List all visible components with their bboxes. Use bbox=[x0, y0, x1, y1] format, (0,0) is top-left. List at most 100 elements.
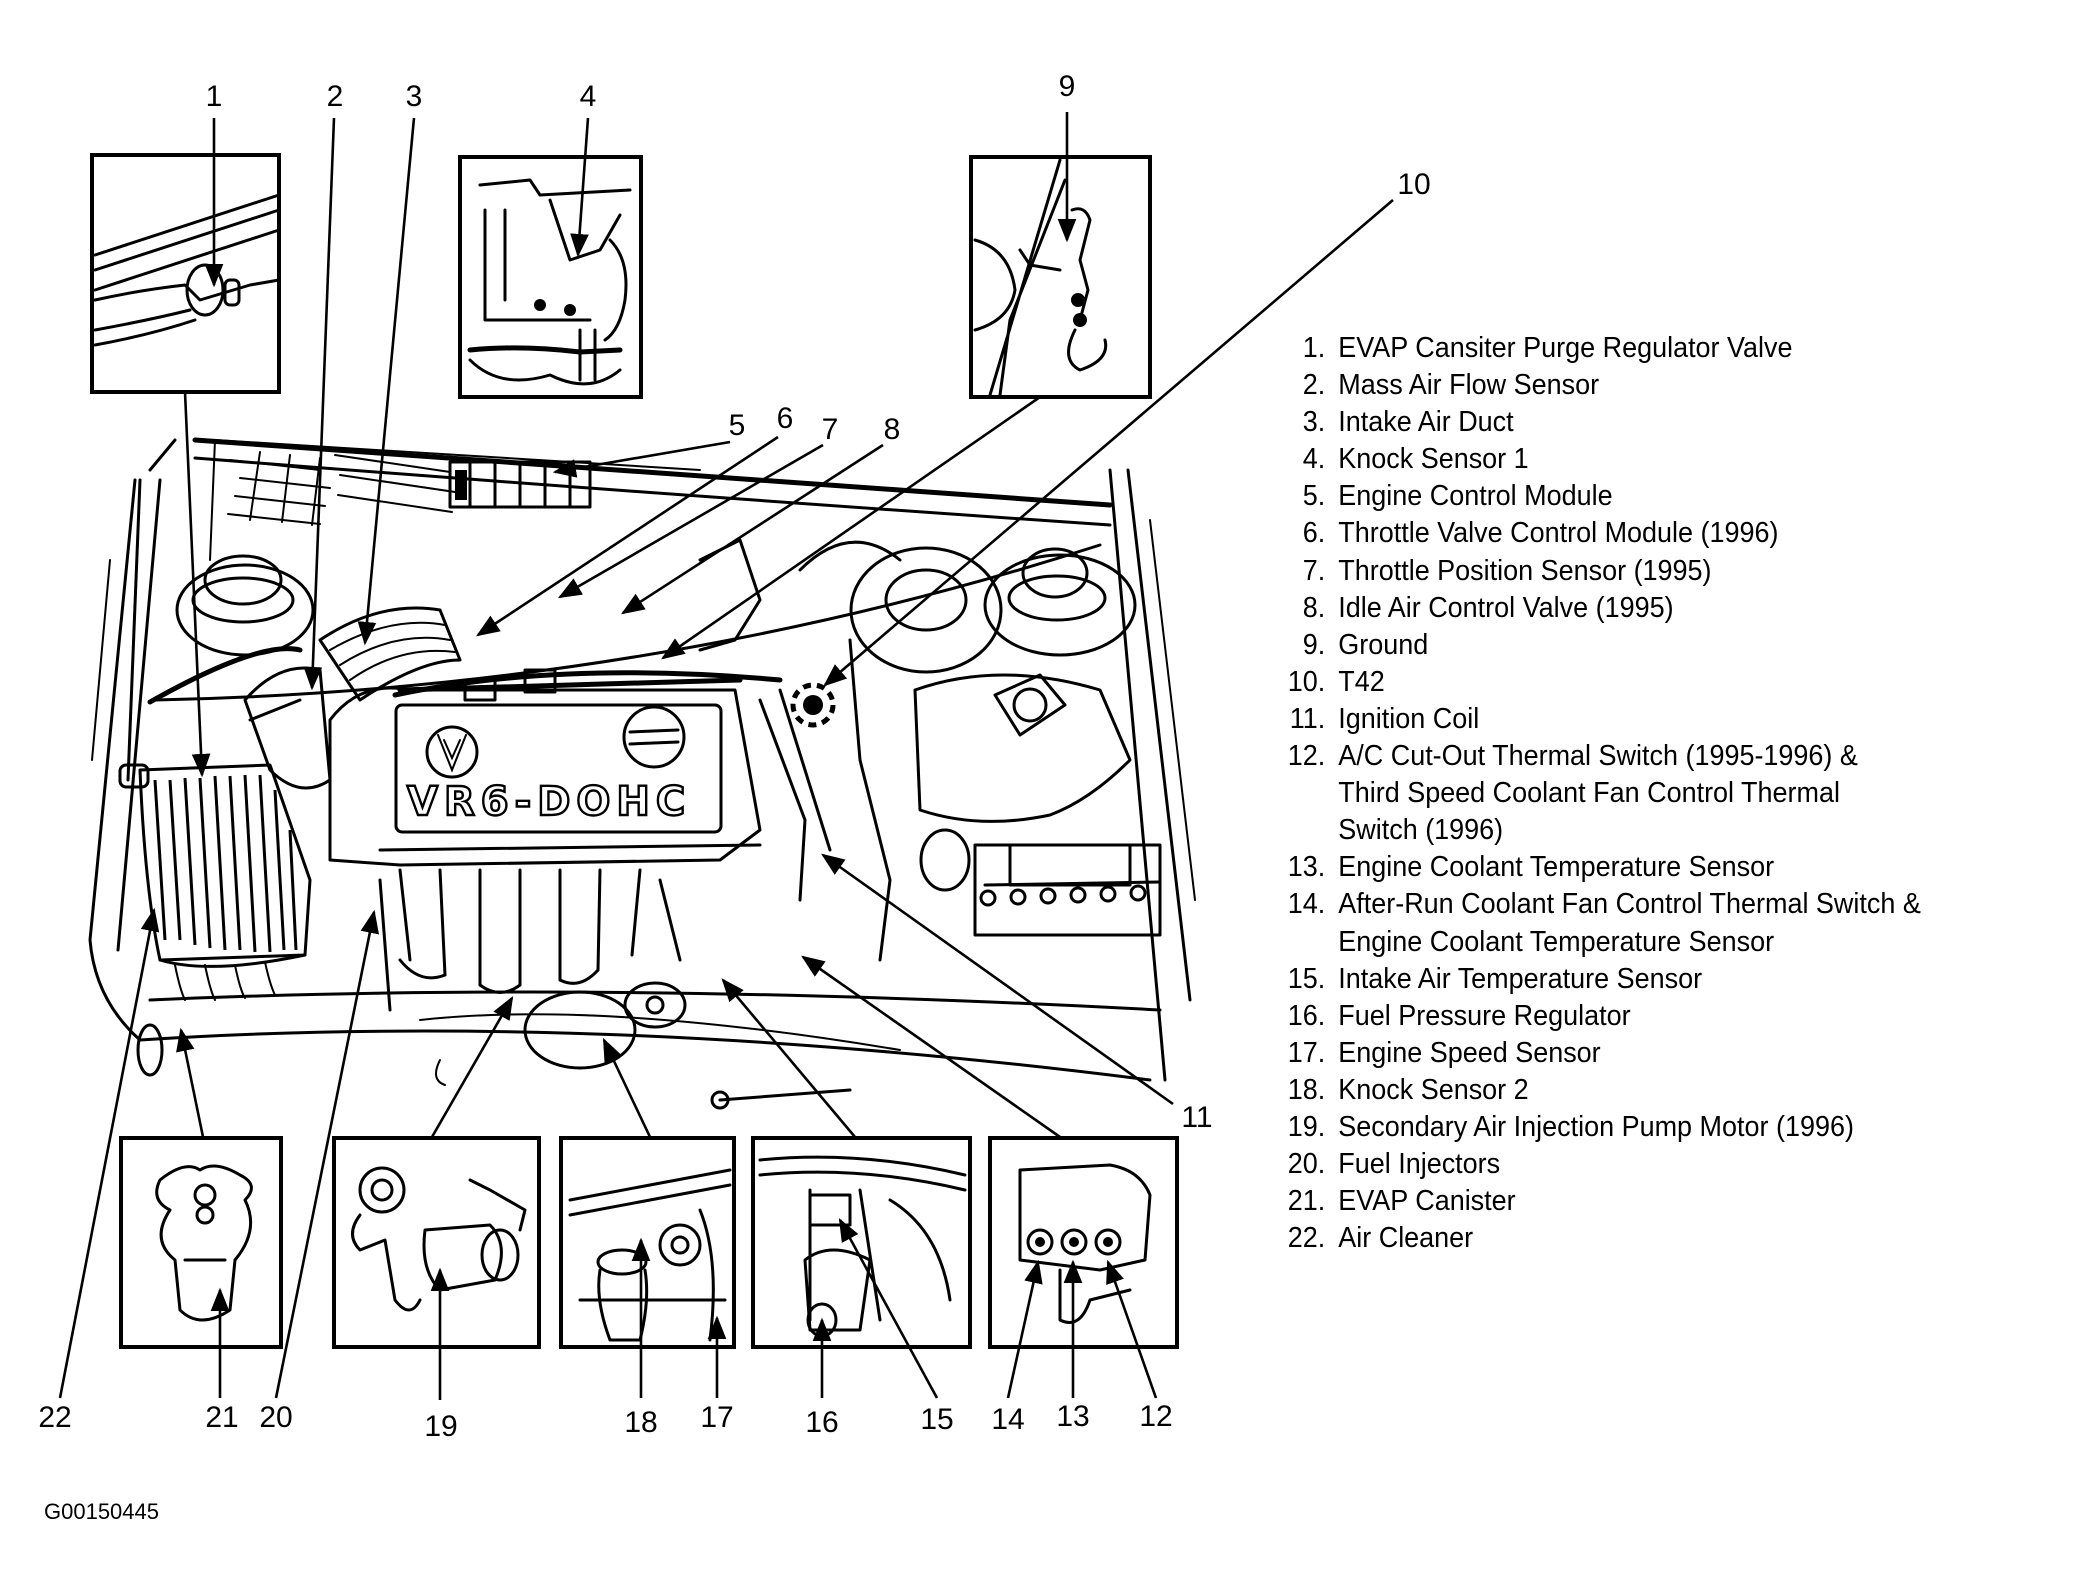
legend-item-line: Throttle Position Sensor (1995) bbox=[1338, 554, 1712, 587]
callout-5: 5 bbox=[728, 409, 746, 442]
callout-15: 15 bbox=[920, 1403, 954, 1436]
legend-item-number: 17. bbox=[1287, 1036, 1326, 1069]
ignition-coil-area bbox=[698, 538, 902, 962]
coolant-expansion-tank bbox=[913, 673, 1132, 823]
callout-4: 4 bbox=[579, 80, 597, 113]
legend-item-line: Engine Coolant Temperature Sensor bbox=[1338, 925, 1775, 958]
legend-item-line: Mass Air Flow Sensor bbox=[1338, 369, 1600, 402]
legend-item-label: EVAP Canister bbox=[1331, 1183, 1516, 1220]
legend-item-number: 20. bbox=[1287, 1148, 1326, 1181]
legend-item-number: 22. bbox=[1287, 1222, 1326, 1255]
legend-item-label: Ground bbox=[1331, 627, 1428, 664]
legend-item-number: 11. bbox=[1289, 702, 1326, 735]
legend-item-number: 3. bbox=[1302, 406, 1326, 439]
legend-item-label: Intake Air Duct bbox=[1331, 404, 1513, 441]
callout-12: 12 bbox=[1139, 1400, 1173, 1433]
callout-20: 20 bbox=[259, 1401, 293, 1434]
air-cleaner bbox=[138, 666, 332, 1001]
legend-item-label: Fuel Injectors bbox=[1331, 1146, 1500, 1183]
legend-item-label: Throttle Valve Control Module (1996) bbox=[1331, 515, 1779, 552]
figure-id: G00150445 bbox=[44, 1499, 159, 1524]
cowl-grille bbox=[209, 439, 701, 561]
legend-item-label: A/C Cut-Out Thermal Switch (1995-1996) &… bbox=[1331, 738, 1858, 849]
callout-13: 13 bbox=[1056, 1400, 1090, 1433]
legend-item: 1.EVAP Cansiter Purge Regulator Valve bbox=[1262, 330, 2025, 367]
legend-item-line: Engine Speed Sensor bbox=[1338, 1036, 1601, 1069]
battery bbox=[919, 828, 1162, 937]
legend-item-line: Fuel Pressure Regulator bbox=[1338, 999, 1631, 1032]
engine-cover-badge: VR6-DOHC bbox=[407, 779, 691, 825]
legend-item-number: 16. bbox=[1287, 999, 1326, 1032]
legend-item-number: 19. bbox=[1287, 1110, 1326, 1143]
legend-item: 2. Mass Air Flow Sensor bbox=[1262, 367, 2025, 404]
legend-item: 9. Ground bbox=[1262, 627, 2025, 664]
legend-item: 21. EVAP Canister bbox=[1262, 1183, 2025, 1220]
legend-item-number: 2. bbox=[1302, 369, 1326, 402]
legend-item: 5.Engine Control Module bbox=[1262, 478, 2025, 515]
callout-17: 17 bbox=[700, 1401, 734, 1434]
legend-item-label: Engine Speed Sensor bbox=[1331, 1035, 1601, 1072]
legend-item-label: Mass Air Flow Sensor bbox=[1331, 367, 1599, 404]
legend-item-line: A/C Cut-Out Thermal Switch (1995-1996) & bbox=[1338, 740, 1858, 773]
callout-10: 10 bbox=[1397, 168, 1431, 201]
callout-8: 8 bbox=[883, 413, 901, 446]
legend-item: 3.Intake Air Duct bbox=[1262, 404, 2025, 441]
inset-fuel-pressure-regulator bbox=[751, 1136, 972, 1349]
legend-item: 15.Intake Air Temperature Sensor bbox=[1262, 961, 2025, 998]
legend-item: 4.Knock Sensor 1 bbox=[1262, 441, 2025, 478]
intake-air-duct bbox=[318, 606, 462, 702]
legend-item-label: Engine Control Module bbox=[1331, 478, 1612, 515]
callout-7: 7 bbox=[821, 413, 839, 446]
legend-item-number: 14. bbox=[1287, 888, 1326, 921]
legend-item-label: Throttle Position Sensor (1995) bbox=[1331, 553, 1712, 590]
legend-item-number: 8. bbox=[1302, 591, 1326, 624]
legend-item: 12.A/C Cut-Out Thermal Switch (1995-1996… bbox=[1262, 738, 2025, 849]
inset-secondary-air-pump bbox=[332, 1136, 541, 1349]
legend-item-label: Idle Air Control Valve (1995) bbox=[1331, 590, 1673, 627]
legend-item-line: Knock Sensor 2 bbox=[1338, 1073, 1529, 1106]
callout-6: 6 bbox=[776, 402, 794, 435]
legend-item-line: Engine Coolant Temperature Sensor bbox=[1338, 851, 1775, 884]
callout-16: 16 bbox=[805, 1406, 839, 1439]
callout-3: 3 bbox=[405, 80, 423, 113]
legend-item-number: 9. bbox=[1302, 628, 1326, 661]
legend-item-number: 4. bbox=[1302, 443, 1326, 476]
legend-item-number: 7. bbox=[1302, 554, 1326, 587]
callout-22: 22 bbox=[38, 1401, 72, 1434]
engine-control-module bbox=[448, 460, 592, 509]
legend-item-label: T42 bbox=[1331, 664, 1384, 701]
legend-item-label: After-Run Coolant Fan Control Thermal Sw… bbox=[1331, 886, 1921, 960]
legend-item-label: Fuel Pressure Regulator bbox=[1331, 998, 1631, 1035]
vw-logo-icon bbox=[425, 725, 479, 779]
legend-item: 6. Throttle Valve Control Module (1996) bbox=[1262, 515, 2025, 552]
legend-item-number: 13. bbox=[1287, 851, 1326, 884]
intake-manifold bbox=[378, 868, 687, 1070]
legend-item-line: Air Cleaner bbox=[1338, 1222, 1474, 1255]
legend-item-number: 21. bbox=[1287, 1185, 1326, 1218]
legend-item-line: Ground bbox=[1338, 628, 1429, 661]
inset-coolant-switches bbox=[988, 1136, 1179, 1349]
legend-item-label: Secondary Air Injection Pump Motor (1996… bbox=[1331, 1109, 1854, 1146]
legend-item: 7. Throttle Position Sensor (1995) bbox=[1262, 553, 2025, 590]
legend-item-label: Ignition Coil bbox=[1331, 701, 1479, 738]
legend-item-label: EVAP Cansiter Purge Regulator Valve bbox=[1331, 330, 1792, 367]
legend-item-line: Secondary Air Injection Pump Motor (1996… bbox=[1338, 1110, 1854, 1143]
legend-item-line: Throttle Valve Control Module (1996) bbox=[1338, 517, 1779, 550]
engine-bay: VR6-DOHC bbox=[88, 437, 1196, 1110]
legend-item-number: 10. bbox=[1287, 665, 1326, 698]
legend-item: 18.Knock Sensor 2 bbox=[1262, 1072, 2025, 1109]
callout-1: 1 bbox=[205, 80, 223, 113]
legend-item: 11.Ignition Coil bbox=[1262, 701, 2025, 738]
legend-item-line: Fuel Injectors bbox=[1338, 1148, 1501, 1181]
legend-item-line: EVAP Canister bbox=[1338, 1185, 1516, 1218]
callout-19: 19 bbox=[424, 1410, 458, 1443]
legend-item: 14.After-Run Coolant Fan Control Thermal… bbox=[1262, 886, 2025, 960]
callout-9: 9 bbox=[1058, 70, 1076, 103]
engine-cover: VR6-DOHC bbox=[328, 668, 783, 867]
legend-item: 17. Engine Speed Sensor bbox=[1262, 1035, 2025, 1072]
legend-item-number: 15. bbox=[1287, 962, 1326, 995]
legend-item-number: 6. bbox=[1302, 517, 1326, 550]
callout-21: 21 bbox=[205, 1401, 239, 1434]
